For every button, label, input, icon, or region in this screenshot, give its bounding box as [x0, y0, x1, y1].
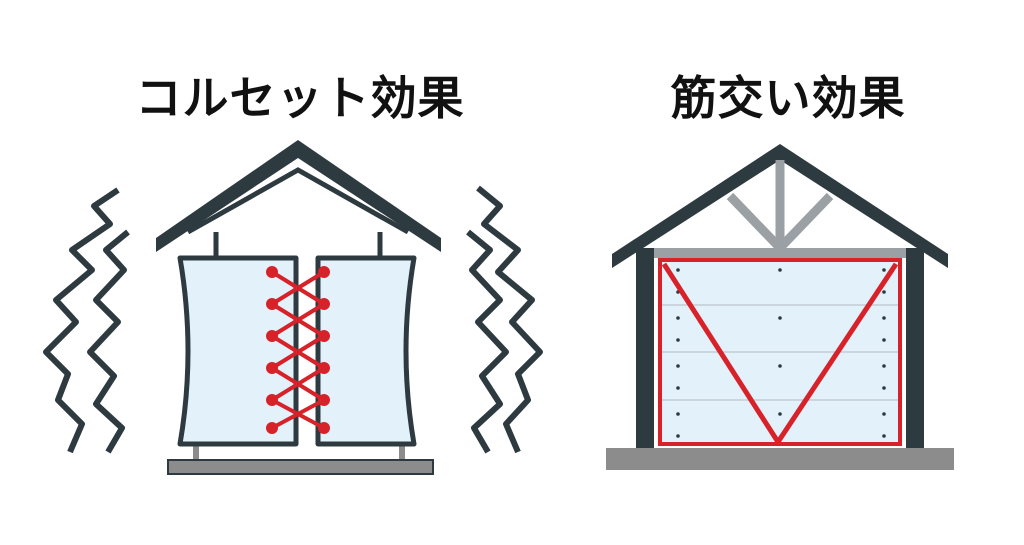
diagonal-braces: [661, 262, 899, 445]
corset-foundation: [167, 459, 434, 475]
corset-panel-left: [177, 255, 299, 447]
brace-post-right: [906, 248, 924, 448]
shake-lines-right-icon: [466, 185, 543, 454]
brace-effect-title: 筋交い効果: [670, 71, 906, 125]
corset-lacing: [270, 270, 326, 430]
corset-eyelets: [266, 266, 330, 434]
brace-post-left: [636, 248, 654, 448]
shake-lines-left-icon: [43, 187, 130, 454]
corset-effect-title: コルセット効果: [135, 71, 465, 125]
roof-truss: [726, 160, 834, 252]
corset-house: [43, 140, 543, 475]
corset-panel-right: [315, 255, 417, 447]
corset-roof: [156, 140, 441, 256]
brace-house: [606, 144, 954, 470]
brace-foundation: [606, 448, 954, 470]
